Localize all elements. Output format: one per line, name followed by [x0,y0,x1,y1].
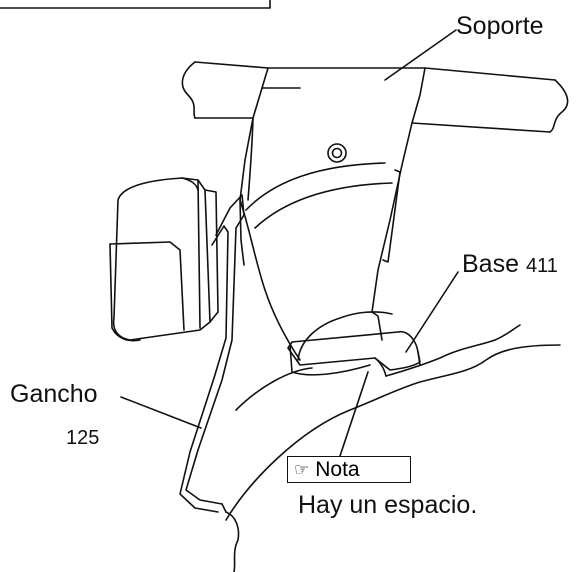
nota-box: ☞ Nota [287,456,411,483]
base-part-number: 411 [525,255,558,277]
screw-outer [327,143,347,163]
base-block [287,311,421,377]
soporte-bracket [239,67,426,361]
roof-curve [225,324,561,521]
top-left-frame [0,0,271,9]
gancho-label: Gancho [10,380,98,408]
note-text: Hay un espacio. [298,491,478,519]
base-leader [405,271,459,353]
horizontal-bar [181,61,569,133]
screw-inner [331,147,343,159]
gancho-part-number: 125 [66,427,100,449]
base-label: Base 411 [462,250,558,279]
pointing-hand-note-icon: ☞ [294,459,310,480]
nota-leader [339,371,369,457]
soporte-leader [384,29,457,81]
base-label-text: Base [462,250,519,278]
gancho-leader [120,396,202,429]
rubber-pad [109,177,219,342]
soporte-label: Soporte [456,12,544,40]
nota-label: Nota [315,457,360,481]
gancho-hook [179,194,245,572]
